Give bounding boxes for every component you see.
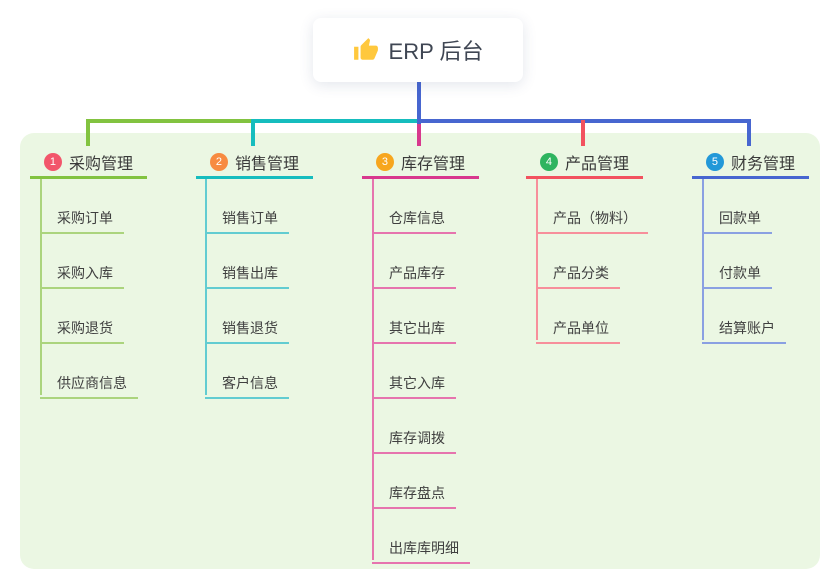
thumbs-up-icon	[353, 38, 378, 60]
child-node[interactable]: 供应商信息	[40, 366, 138, 399]
child-node[interactable]: 产品库存	[372, 256, 456, 289]
child-rail-inventory	[372, 179, 374, 560]
root-node[interactable]: ERP 后台	[313, 18, 523, 82]
child-node[interactable]: 产品分类	[536, 256, 620, 289]
child-node[interactable]: 回款单	[702, 201, 772, 234]
child-node[interactable]: 库存盘点	[372, 476, 456, 509]
child-node[interactable]: 产品（物料）	[536, 201, 648, 234]
branch-label: 库存管理	[400, 155, 465, 173]
branch-number-badge: 4	[539, 152, 558, 171]
mindmap-panel	[20, 133, 820, 569]
branch-number-badge: 1	[43, 152, 62, 171]
child-node[interactable]: 采购入库	[40, 256, 124, 289]
child-rail-finance	[702, 179, 704, 340]
root-label: ERP 后台	[388, 39, 484, 64]
branch-node-product[interactable]: 4 产品管理	[526, 147, 643, 179]
child-node[interactable]: 采购退货	[40, 311, 124, 344]
branch-node-sales[interactable]: 2 销售管理	[196, 147, 313, 179]
child-node[interactable]: 结算账户	[702, 311, 786, 344]
connector-branch-purchase	[86, 119, 255, 146]
connector-branch-sales	[251, 119, 421, 146]
child-node[interactable]: 出库库明细	[372, 531, 470, 564]
child-node[interactable]: 产品单位	[536, 311, 620, 344]
child-node[interactable]: 库存调拨	[372, 421, 456, 454]
branch-node-finance[interactable]: 5 财务管理	[692, 147, 809, 179]
child-node[interactable]: 其它出库	[372, 311, 456, 344]
connector-branch-finance	[419, 119, 751, 146]
child-rail-product	[536, 179, 538, 340]
branch-label: 财务管理	[730, 155, 795, 173]
branch-label: 产品管理	[564, 155, 629, 173]
branch-number-badge: 5	[705, 152, 724, 171]
child-node[interactable]: 仓库信息	[372, 201, 456, 234]
child-node[interactable]: 付款单	[702, 256, 772, 289]
child-node[interactable]: 其它入库	[372, 366, 456, 399]
branch-number-badge: 3	[375, 152, 394, 171]
branch-label: 销售管理	[234, 155, 299, 173]
child-node[interactable]: 销售退货	[205, 311, 289, 344]
child-node[interactable]: 客户信息	[205, 366, 289, 399]
branch-label: 采购管理	[68, 155, 133, 173]
branch-node-purchase[interactable]: 1 采购管理	[30, 147, 147, 179]
child-node[interactable]: 销售订单	[205, 201, 289, 234]
child-node[interactable]: 采购订单	[40, 201, 124, 234]
branch-number-badge: 2	[209, 152, 228, 171]
child-node[interactable]: 销售出库	[205, 256, 289, 289]
branch-node-inventory[interactable]: 3 库存管理	[362, 147, 479, 179]
